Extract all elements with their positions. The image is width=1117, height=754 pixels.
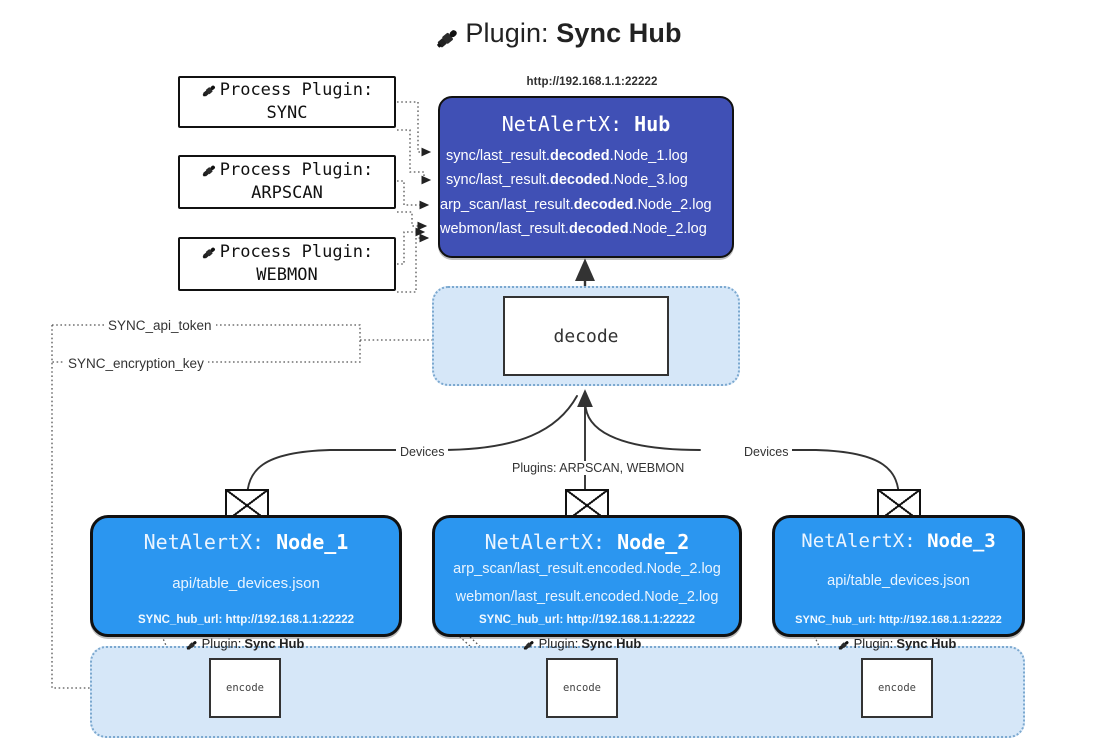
process-plugin-name: ARPSCAN	[251, 183, 323, 203]
encoder-caption-name: Sync Hub	[244, 636, 305, 651]
encoder-caption-name: Sync Hub	[581, 636, 642, 651]
page-title-prefix: Plugin:	[465, 18, 557, 48]
encoder-caption-prefix: Plugin:	[538, 636, 579, 651]
plug-icon	[201, 241, 218, 264]
process-plugin-label: Process Plugin:	[219, 242, 374, 263]
decode-box[interactable]: decode	[503, 296, 669, 376]
encode-box[interactable]: encode	[209, 658, 281, 718]
node-path-line: webmon/last_result.encoded.Node_2.log	[455, 588, 719, 605]
hub-title-prefix: NetAlertX:	[501, 112, 635, 136]
plug-icon	[838, 636, 851, 651]
node-title-prefix: NetAlertX:	[143, 530, 277, 554]
page-title: Plugin: Sync Hub	[0, 18, 1117, 52]
process-plugin-name: WEBMON	[256, 265, 318, 285]
hub-log-line: arp_scan/last_result.decoded.Node_2.log	[440, 196, 712, 213]
encoder-caption: Plugin: Sync Hub	[186, 636, 305, 651]
page-title-name: Sync Hub	[556, 18, 682, 48]
process-plugin-label: Process Plugin:	[219, 80, 374, 101]
encoder-group-2: Plugin: Sync Hub encode	[523, 636, 641, 718]
process-plugin-name: SYNC	[266, 103, 308, 123]
node-title-name: Node_3	[927, 530, 996, 552]
node-hub-url: SYNC_hub_url: http://192.168.1.1:22222	[137, 614, 355, 626]
encoder-group-3: Plugin: Sync Hub encode	[838, 636, 956, 718]
hub-log-line: sync/last_result.decoded.Node_1.log	[446, 148, 688, 164]
encoder-group-1: Plugin: Sync Hub encode	[186, 636, 304, 718]
node-hub-url: SYNC_hub_url: http://192.168.1.1:22222	[795, 614, 1002, 626]
process-plugin-sync[interactable]: Process Plugin: SYNC	[178, 76, 396, 128]
process-plugin-arpscan[interactable]: Process Plugin: ARPSCAN	[178, 155, 396, 209]
hub-url-label: http://192.168.1.1:22222	[526, 76, 658, 88]
process-plugin-webmon[interactable]: Process Plugin: WEBMON	[178, 237, 396, 291]
process-plugin-label: Process Plugin:	[219, 160, 374, 181]
node-title-prefix: NetAlertX:	[484, 530, 618, 554]
encoder-caption-name: Sync Hub	[896, 636, 957, 651]
plug-icon	[435, 21, 461, 52]
plug-icon	[186, 636, 199, 651]
node-path-line: api/table_devices.json	[172, 575, 320, 592]
devices-label-right: Devices	[740, 445, 793, 459]
hub-title: NetAlertX: Hub	[440, 112, 732, 136]
sync-encryption-key-label: SYNC_encryption_key	[64, 356, 208, 371]
node-title: NetAlertX: Node_3	[775, 530, 1022, 552]
node-title-prefix: NetAlertX:	[801, 530, 928, 552]
node-1[interactable]: NetAlertX: Node_1 api/table_devices.json…	[90, 515, 402, 637]
encoder-caption-prefix: Plugin:	[201, 636, 242, 651]
node-2[interactable]: NetAlertX: Node_2 arp_scan/last_result.e…	[432, 515, 742, 637]
hub-node[interactable]: NetAlertX: Hub sync/last_result.decoded.…	[438, 96, 734, 258]
encoder-caption: Plugin: Sync Hub	[523, 636, 642, 651]
plug-icon	[523, 636, 536, 651]
hub-title-name: Hub	[634, 112, 671, 136]
encode-box[interactable]: encode	[546, 658, 618, 718]
node-hub-url: SYNC_hub_url: http://192.168.1.1:22222	[478, 614, 696, 626]
node-title-name: Node_2	[617, 530, 690, 554]
node-path-line: arp_scan/last_result.encoded.Node_2.log	[453, 561, 721, 577]
plug-icon	[201, 79, 218, 102]
encoder-caption-prefix: Plugin:	[853, 636, 894, 651]
sync-api-token-label: SYNC_api_token	[104, 318, 216, 333]
encoder-caption: Plugin: Sync Hub	[838, 636, 957, 651]
node-3[interactable]: NetAlertX: Node_3 api/table_devices.json…	[772, 515, 1025, 637]
node-title: NetAlertX: Node_2	[435, 530, 739, 554]
hub-log-line: sync/last_result.decoded.Node_3.log	[446, 172, 688, 189]
encode-box[interactable]: encode	[861, 658, 933, 718]
node-title: NetAlertX: Node_1	[93, 530, 399, 554]
devices-label-left: Devices	[396, 445, 449, 459]
plug-icon	[201, 159, 218, 182]
node-path-line: api/table_devices.json	[827, 573, 970, 589]
node-title-name: Node_1	[276, 530, 349, 554]
hub-log-line: webmon/last_result.decoded.Node_2.log	[440, 221, 707, 238]
plugins-label-center: Plugins: ARPSCAN, WEBMON	[508, 461, 689, 475]
